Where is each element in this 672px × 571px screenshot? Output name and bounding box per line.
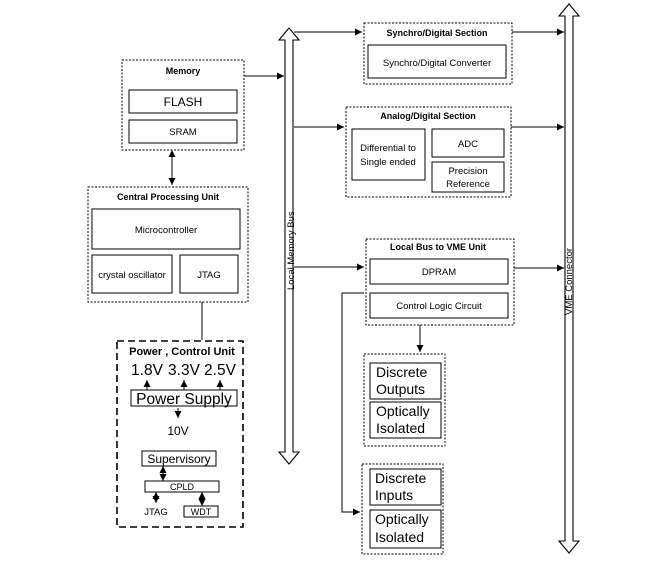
outputs-optically-line1: Optically bbox=[376, 403, 430, 419]
synchro-converter-label: Synchro/Digital Converter bbox=[383, 58, 491, 69]
supervisory-label: Supervisory bbox=[147, 452, 210, 466]
input-voltage: 10V bbox=[167, 424, 188, 438]
microcontroller-label: Microcontroller bbox=[135, 225, 197, 236]
memory-section: Memory FLASH SRAM bbox=[121, 59, 245, 151]
power-control-title: Power , Control Unit bbox=[129, 346, 235, 358]
flash-block bbox=[128, 89, 238, 114]
inputs-optically-line2: Isolated bbox=[375, 529, 424, 545]
adc-label: ADC bbox=[458, 139, 478, 150]
analog-section: Analog/Digital Section Differential to S… bbox=[345, 106, 512, 198]
outputs-optically-isolated-block bbox=[369, 401, 442, 439]
voltage-3v3: 3.3V bbox=[168, 362, 201, 379]
flash-label: FLASH bbox=[164, 95, 203, 109]
cpu-section: Central Processing Unit Microcontroller … bbox=[87, 186, 249, 303]
differential-line1: Differential to bbox=[360, 143, 416, 154]
power-supply-label: Power Supply bbox=[136, 391, 232, 408]
wdt-block bbox=[183, 505, 219, 518]
microcontroller-block bbox=[91, 208, 241, 250]
vme-unit-section: Local Bus to VME Unit DPRAM Control Logi… bbox=[365, 238, 515, 326]
discrete-inputs-line2: Inputs bbox=[375, 487, 413, 503]
memory-title: Memory bbox=[166, 66, 201, 76]
synchro-converter-block bbox=[367, 44, 507, 79]
vme-unit-title: Local Bus to VME Unit bbox=[390, 242, 486, 252]
inputs-optically-isolated-block bbox=[369, 509, 442, 549]
dpram-label: DPRAM bbox=[422, 267, 456, 278]
discrete-inputs-line1: Discrete bbox=[375, 470, 427, 486]
dpram-block bbox=[369, 258, 509, 285]
cpld-block bbox=[144, 480, 220, 493]
supervisory-block bbox=[141, 450, 217, 467]
outputs-optically-line2: Isolated bbox=[376, 420, 425, 436]
control-logic-block bbox=[369, 292, 509, 319]
sram-block bbox=[128, 119, 238, 144]
local-memory-bus-label: Local Memory Bus bbox=[286, 211, 297, 290]
differential-line2: Single ended bbox=[360, 157, 415, 168]
vme-connector-bus bbox=[557, 3, 581, 554]
local-memory-bus bbox=[277, 27, 301, 465]
cpu-title: Central Processing Unit bbox=[117, 192, 219, 202]
cpu-jtag-block bbox=[179, 254, 239, 294]
vme-connector-label: VME Connector bbox=[564, 248, 575, 315]
cpu-jtag-label: JTAG bbox=[197, 270, 221, 281]
power-control-section: Power , Control Unit 1.8V 3.3V 2.5V Powe… bbox=[116, 340, 244, 528]
analog-title: Analog/Digital Section bbox=[380, 111, 476, 121]
synchro-title: Synchro/Digital Section bbox=[386, 28, 487, 38]
wdt-label: WDT bbox=[191, 507, 212, 517]
connection-lines bbox=[168, 28, 564, 516]
adc-block bbox=[431, 128, 505, 158]
discrete-inputs-section: Discrete Inputs Optically Isolated bbox=[361, 463, 444, 555]
power-jtag-label: JTAG bbox=[144, 507, 168, 518]
voltage-2v5: 2.5V bbox=[204, 362, 237, 379]
crystal-oscillator-label: crystal oscillator bbox=[98, 270, 166, 281]
discrete-outputs-block bbox=[369, 362, 442, 400]
discrete-outputs-section: Discrete Outputs Optically Isolated bbox=[363, 353, 446, 447]
precision-reference-block bbox=[431, 161, 505, 193]
discrete-outputs-line2: Outputs bbox=[376, 381, 425, 397]
power-control-frame bbox=[116, 340, 244, 528]
discrete-inputs-block bbox=[369, 468, 442, 506]
power-supply-block bbox=[130, 389, 238, 407]
synchro-section: Synchro/Digital Section Synchro/Digital … bbox=[363, 22, 513, 85]
cpld-label: CPLD bbox=[170, 482, 195, 492]
crystal-oscillator-block bbox=[91, 254, 173, 294]
voltage-1v8: 1.8V bbox=[131, 362, 164, 379]
differential-block bbox=[351, 128, 426, 181]
control-logic-label: Control Logic Circuit bbox=[396, 301, 482, 312]
precision-line2: Reference bbox=[446, 179, 490, 190]
inputs-optically-line1: Optically bbox=[375, 511, 429, 527]
precision-line1: Precision bbox=[448, 166, 487, 177]
sram-label: SRAM bbox=[169, 127, 197, 138]
discrete-outputs-line1: Discrete bbox=[376, 364, 428, 380]
